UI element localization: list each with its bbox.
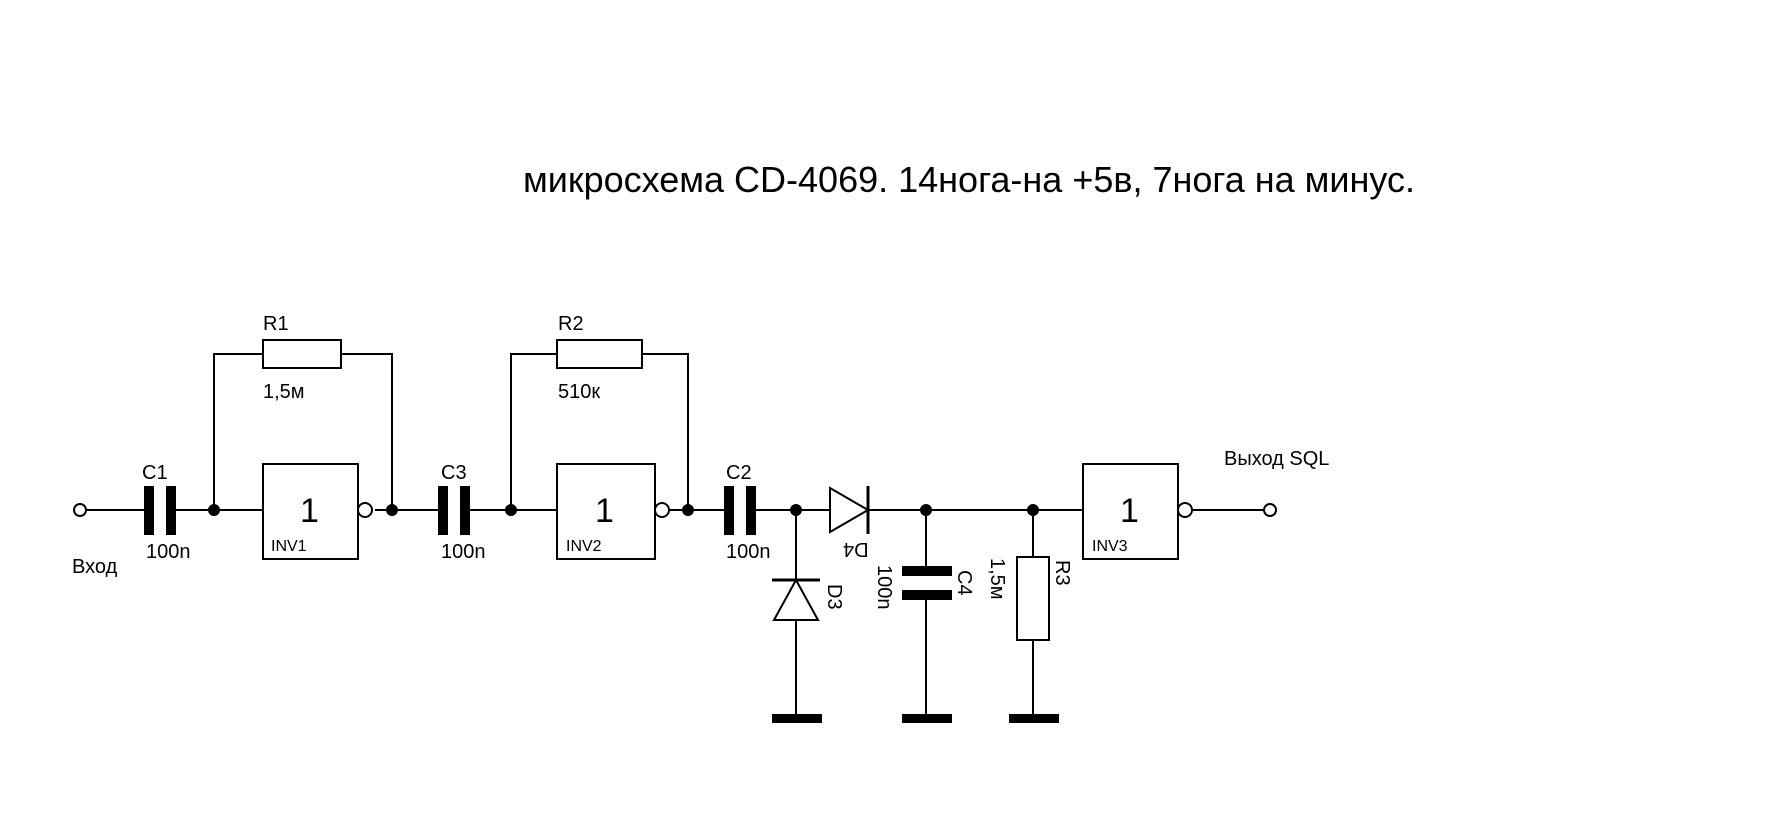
c2-value: 100n — [726, 541, 771, 563]
d3-ref: D3 — [823, 584, 845, 610]
diode-d4: D4 — [829, 486, 870, 560]
c1-value: 100n — [146, 541, 191, 563]
input-terminal — [73, 503, 87, 517]
inv2-ref: INV2 — [566, 538, 602, 555]
capacitor-c1: C1 100n — [142, 462, 191, 563]
diode-d3: D3 — [772, 577, 845, 621]
inverter-inv3: 1 INV3 — [1082, 463, 1193, 560]
ground-r3 — [1009, 714, 1059, 723]
r1-ref: R1 — [263, 313, 289, 335]
resistor-r2: R2 510к — [556, 313, 643, 403]
junction-dots — [208, 504, 1039, 516]
r2-value: 510к — [558, 381, 600, 403]
capacitor-c4: C4 100n — [873, 565, 975, 610]
schematic-title: микросхема CD-4069. 14нога-на +5в, 7нога… — [523, 159, 1415, 200]
inv3-symbol: 1 — [1120, 492, 1139, 530]
c3-ref: C3 — [441, 462, 467, 484]
r3-ref: R3 — [1051, 560, 1073, 586]
inv1-symbol: 1 — [300, 492, 319, 530]
input-label: Вход — [72, 556, 118, 578]
inv1-ref: INV1 — [271, 538, 307, 555]
d4-ref: D4 — [843, 538, 869, 560]
output-label: Выход SQL — [1224, 448, 1329, 470]
ground-symbols — [772, 714, 1059, 723]
c4-ref: C4 — [953, 570, 975, 596]
inv2-symbol: 1 — [595, 492, 614, 530]
resistor-r1: R1 1,5м — [262, 313, 342, 403]
ground-c4 — [902, 714, 952, 723]
c4-value: 100n — [873, 565, 895, 610]
ground-d3 — [772, 714, 822, 723]
c1-ref: C1 — [142, 462, 168, 484]
capacitor-c2: C2 100n — [724, 462, 771, 563]
inverter-inv1: 1 INV1 — [262, 463, 373, 560]
capacitor-c3: C3 100n — [438, 462, 486, 563]
r3-value: 1,5м — [986, 558, 1008, 600]
r2-ref: R2 — [558, 313, 584, 335]
inverter-inv2: 1 INV2 — [556, 463, 670, 560]
inv3-ref: INV3 — [1092, 538, 1128, 555]
resistor-r3: R3 1,5м — [986, 556, 1073, 641]
c2-ref: C2 — [726, 462, 752, 484]
output-terminal — [1263, 503, 1277, 517]
r1-value: 1,5м — [263, 381, 305, 403]
c3-value: 100n — [441, 541, 486, 563]
